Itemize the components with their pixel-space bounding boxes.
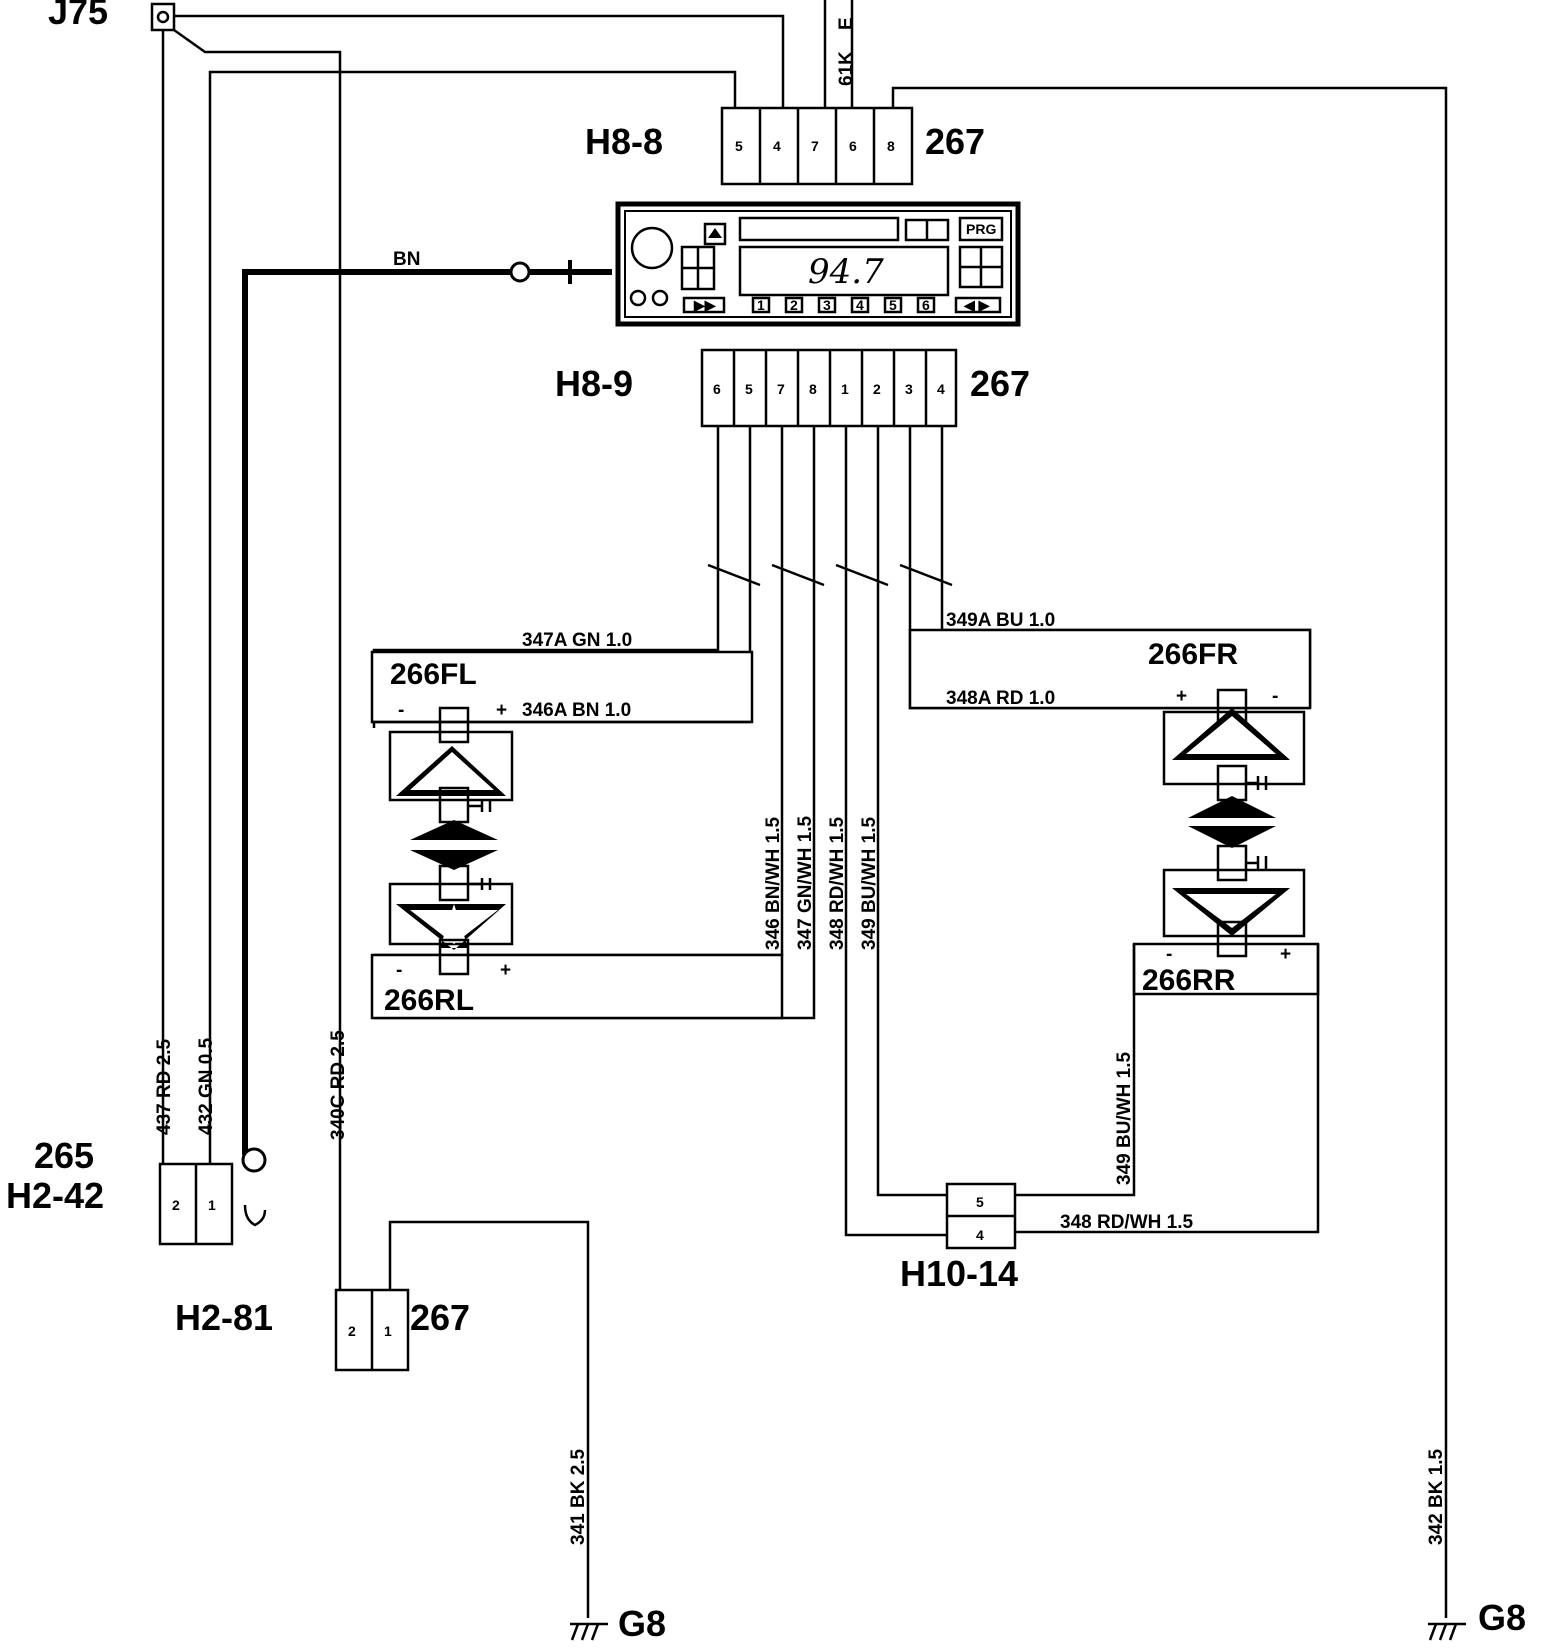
h8-8-pin: 5 — [735, 138, 743, 154]
svg-text:◀ ▶: ◀ ▶ — [963, 297, 991, 313]
wire-432-label: 432 GN 0.5 — [196, 1037, 217, 1135]
speaker-rr-minus: - — [1166, 944, 1172, 965]
svg-text:6: 6 — [713, 381, 721, 397]
svg-text:1: 1 — [757, 297, 765, 313]
svg-text:7: 7 — [777, 381, 785, 397]
wire-341-label: 341 BK 2.5 — [568, 1448, 589, 1545]
svg-text:1: 1 — [384, 1323, 392, 1339]
wire-349a-label: 349A BU 1.0 — [946, 610, 1055, 631]
wire-61k-suffix: E — [836, 17, 857, 30]
svg-text:2: 2 — [172, 1197, 180, 1213]
h8-8-connector — [720, 106, 914, 186]
speaker-fl-minus: - — [398, 700, 404, 721]
eject-button — [703, 222, 727, 246]
speaker-stack-left — [388, 706, 514, 976]
h2-81-label: H2-81 — [175, 1297, 273, 1338]
radio-small-knob — [629, 289, 647, 307]
speaker-fl-plus: + — [496, 700, 507, 721]
ground-left: G8 — [570, 1603, 666, 1644]
wire-bn-label: BN — [393, 249, 420, 270]
h8-8-pin: 7 — [811, 138, 819, 154]
h8-8-label: H8-8 — [585, 121, 663, 162]
wire-348-label: 348 RD/WH 1.5 — [827, 817, 848, 950]
radio-frequency: 94.7 — [808, 252, 884, 292]
speaker-fr-box — [908, 628, 1312, 710]
wire-349-rr-label: 349 BU/WH 1.5 — [1114, 1052, 1135, 1185]
h2-42-num: 265 — [34, 1135, 94, 1176]
radio-seek-button — [682, 296, 726, 314]
j75-label: J75 — [48, 0, 108, 32]
speaker-fr-label: 266FR — [1148, 638, 1238, 671]
speaker-fr-plus: + — [1176, 686, 1187, 707]
h8-8-ref: 267 — [925, 121, 985, 162]
radio-cassette-slot — [738, 216, 900, 242]
wire-348-h-label: 348 RD/WH 1.5 — [1060, 1212, 1193, 1233]
h8-8-pin: 8 — [887, 138, 895, 154]
prg-label: PRG — [966, 221, 996, 237]
wire-347-label: 347 GN/WH 1.5 — [795, 815, 816, 950]
eject-icon — [708, 228, 722, 238]
radio-volume-knob — [630, 226, 674, 270]
wire-347a-label: 347A GN 1.0 — [522, 630, 632, 651]
speaker-stack-right — [1162, 688, 1306, 958]
ground-left-label: G8 — [618, 1603, 666, 1644]
svg-text:6: 6 — [922, 297, 930, 313]
svg-text:2: 2 — [790, 297, 798, 313]
speaker-rr-label: 266RR — [1142, 964, 1236, 997]
svg-text:5: 5 — [745, 381, 753, 397]
h8-9-ref: 267 — [970, 363, 1030, 404]
radio-head-unit: 94.7 PRG ▶▶ 1 2 3 4 5 6 ◀ ▶ — [615, 201, 1021, 327]
h8-8-pin: 4 — [773, 138, 781, 154]
h2-81-ref: 267 — [410, 1297, 470, 1338]
h10-14-pin: 4 — [976, 1227, 984, 1243]
svg-text:3: 3 — [823, 297, 831, 313]
prg-button — [958, 216, 1004, 242]
speaker-fl-label: 266FL — [390, 658, 477, 691]
svg-text:2: 2 — [873, 381, 881, 397]
radio-small-knob — [651, 289, 669, 307]
radio-balance-button — [954, 296, 1002, 314]
h10-14-pin: 5 — [976, 1194, 984, 1210]
speaker-rl-minus: - — [396, 960, 402, 981]
h8-8-pin: 6 — [849, 138, 857, 154]
svg-text:4: 4 — [937, 381, 945, 397]
ground-right-label: G8 — [1478, 1597, 1526, 1638]
svg-text:5: 5 — [889, 297, 897, 313]
speaker-fl-box — [370, 650, 754, 724]
speaker-rl-plus: + — [500, 960, 511, 981]
svg-text:8: 8 — [809, 381, 817, 397]
wire-346a-label: 346A BN 1.0 — [522, 700, 631, 721]
wire-342-label: 342 BK 1.5 — [1426, 1448, 1447, 1545]
h8-9-label: H8-9 — [555, 363, 633, 404]
j75-terminal — [150, 2, 176, 32]
speaker-rr-plus: + — [1280, 944, 1291, 965]
svg-text:1: 1 — [841, 381, 849, 397]
wire-346-label: 346 BN/WH 1.5 — [763, 817, 784, 950]
bn-ground-wire — [241, 260, 612, 1227]
wire-437-label: 437 RD 2.5 — [154, 1038, 175, 1135]
j75-terminal-point — [156, 10, 170, 24]
svg-text:3: 3 — [905, 381, 913, 397]
wire-348a-label: 348A RD 1.0 — [946, 688, 1055, 709]
wire-61k-label: 61K — [836, 51, 857, 86]
svg-text:2: 2 — [348, 1323, 356, 1339]
h8-8-pins: 5 4 7 6 8 — [735, 108, 895, 184]
svg-text:1: 1 — [208, 1197, 216, 1213]
speaker-fr-minus: - — [1272, 686, 1278, 707]
ground-right: G8 — [1428, 1597, 1526, 1641]
h8-9-pins: 6 5 7 8 1 2 3 4 — [713, 350, 945, 426]
svg-text:▶▶: ▶▶ — [693, 297, 717, 313]
h10-14-label: H10-14 — [900, 1253, 1018, 1294]
speaker-rl-label: 266RL — [384, 984, 474, 1017]
wire-349-label: 349 BU/WH 1.5 — [859, 817, 880, 950]
wires-from-j75 — [161, 0, 1448, 1618]
wire-340c-label: 340C RD 2.5 — [328, 1030, 349, 1140]
svg-text:4: 4 — [856, 297, 864, 313]
h2-42-label: H2-42 — [6, 1175, 104, 1216]
radio-display — [738, 245, 950, 297]
